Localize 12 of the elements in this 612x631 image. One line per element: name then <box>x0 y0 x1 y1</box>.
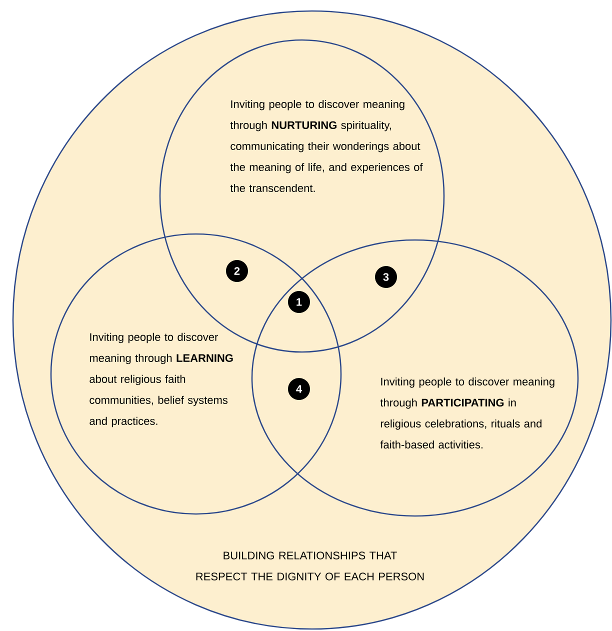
outer-circle <box>12 10 612 630</box>
number-badge: 3 <box>375 266 397 288</box>
description-text: Inviting people to discover meaning through PARTICIPATING in religious celebrations, rituals and faith-based activities. <box>380 377 554 449</box>
venn-circle <box>159 39 445 353</box>
description-text: Inviting people to discover meaning through NURTURING spirituality, communicating their wonderings about the meaning of life, and experiences of the transcendent. <box>230 100 423 192</box>
description-text: Inviting people to discover meaning through LEARNING about religious faith communities, belief systems and practices. <box>90 332 233 428</box>
number-badge: 1 <box>288 291 310 313</box>
number-badge: 2 <box>226 260 248 282</box>
venn-circle <box>251 239 579 517</box>
number-badge: 4 <box>288 378 310 400</box>
footer-text: BUILDING RELATIONSHIPS THAT RESPECT THE DIGNITY OF EACH PERSON <box>196 552 424 580</box>
venn-circle <box>50 233 342 515</box>
